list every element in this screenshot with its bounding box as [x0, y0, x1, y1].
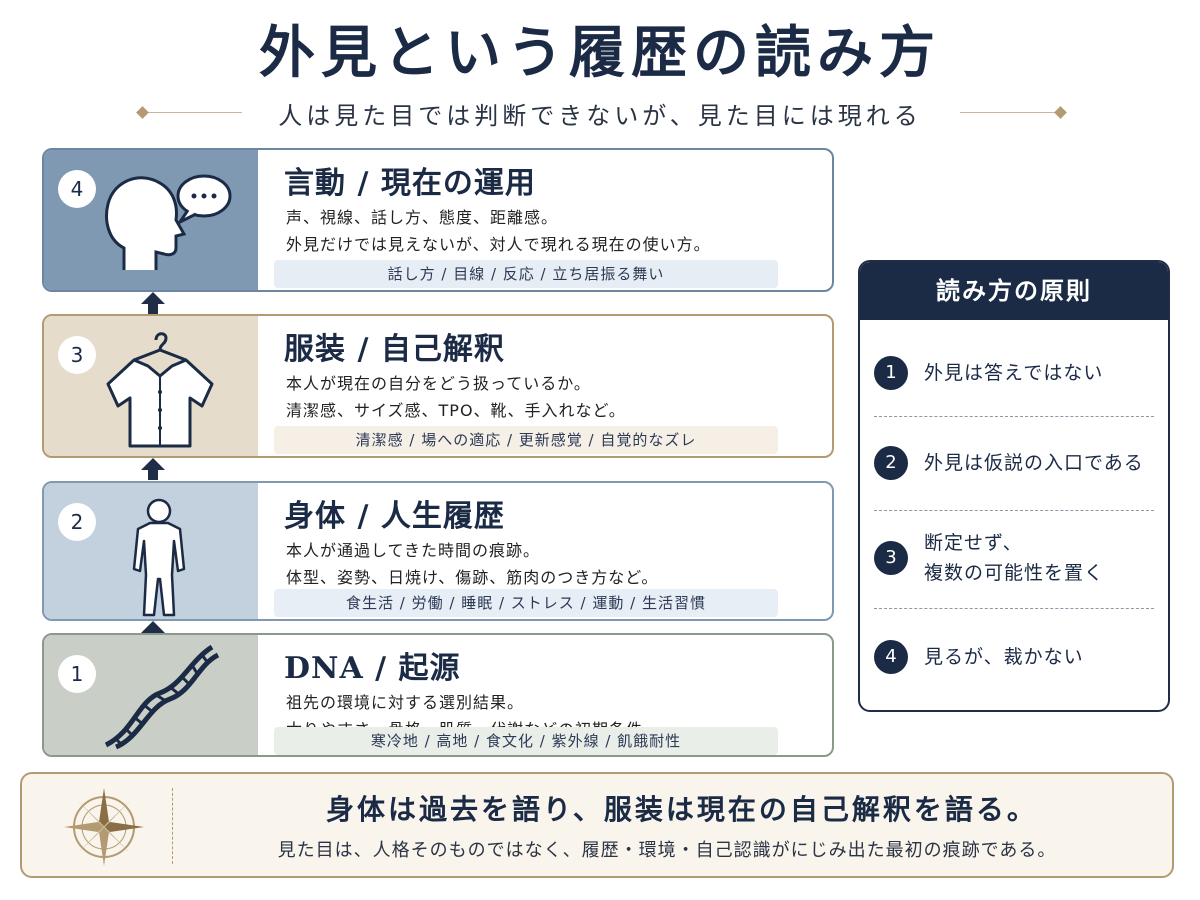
layer-number-badge: 1	[58, 655, 96, 693]
layer-description-line: 外見だけでは見えないが、対人で現れる現在の使い方。	[286, 235, 711, 254]
body-silhouette-icon	[132, 498, 186, 617]
layer-number-badge: 3	[58, 336, 96, 374]
layer-card-3: 3 服装 / 自己解釈 本人が現在の自分をどう扱っているか。 清潔感、サイズ感、…	[42, 314, 834, 458]
layer-tags: 清潔感 / 場への適応 / 更新感覚 / 自覚的なズレ	[274, 426, 778, 454]
up-arrow-icon	[141, 292, 165, 314]
subtitle-row: 人は見た目では判断できないが、見た目には現れる	[0, 96, 1200, 130]
principle-text: 見るが、裁かない	[924, 642, 1084, 672]
principle-number-badge: 1	[874, 356, 908, 390]
principle-divider	[874, 416, 1154, 417]
layer-description-line: 本人が現在の自分をどう扱っているか。	[286, 374, 591, 393]
principle-item: 2 外見は仮説の入口である	[874, 446, 1154, 480]
head-speech-icon	[105, 174, 232, 270]
principle-divider	[874, 608, 1154, 609]
layer-illustration-panel: 4	[44, 150, 258, 290]
layer-number-badge: 4	[58, 170, 96, 208]
layer-illustration-panel: 1	[44, 635, 258, 755]
principle-text: 外見は仮説の入口である	[924, 448, 1144, 478]
summary-banner: 身体は過去を語り、服装は現在の自己解釈を語る。 見た目は、人格そのものではなく、…	[20, 772, 1174, 878]
layer-description-line: 体型、姿勢、日焼け、傷跡、筋肉のつき方など。	[286, 568, 659, 587]
layer-description-line: 清潔感、サイズ感、TPO、靴、手入れなど。	[286, 401, 626, 420]
layer-description: 本人が現在の自分をどう扱っているか。 清潔感、サイズ感、TPO、靴、手入れなど。	[286, 370, 626, 424]
layer-description-line: 本人が通過してきた時間の痕跡。	[286, 541, 541, 560]
summary-main-text: 身体は過去を語り、服装は現在の自己解釈を語る。	[326, 793, 1038, 826]
layer-description: 声、視線、話し方、態度、距離感。 外見だけでは見えないが、対人で現れる現在の使い…	[286, 204, 711, 258]
banner-divider	[172, 788, 173, 864]
principles-heading: 読み方の原則	[860, 262, 1168, 320]
principle-item: 4 見るが、裁かない	[874, 640, 1154, 674]
layer-title: DNA / 起源	[284, 651, 461, 686]
principle-number-badge: 4	[874, 640, 908, 674]
page-subtitle: 人は見た目では判断できないが、見た目には現れる	[278, 102, 922, 130]
principle-line: 外見は答えではない	[924, 362, 1104, 384]
subtitle-divider-left	[142, 112, 242, 113]
shirt-hanger-icon	[106, 332, 214, 448]
compass-icon	[64, 788, 144, 866]
principle-text: 外見は答えではない	[924, 358, 1103, 388]
layer-card-4: 4 言動 / 現在の運用 声、視線、話し方、態度、距離感。 外見だけでは見えない…	[42, 148, 834, 292]
summary-sub-text: 見た目は、人格そのものではなく、履歴・環境・自己認識がにじみ出た最初の痕跡である…	[277, 840, 1057, 861]
principle-line: 外見は仮説の入口である	[924, 452, 1144, 474]
layer-tags: 食生活 / 労働 / 睡眠 / ストレス / 運動 / 生活習慣	[274, 589, 778, 617]
subtitle-divider-right	[960, 112, 1060, 113]
principle-line: 複数の可能性を置く	[924, 562, 1105, 584]
up-arrow-icon	[141, 458, 165, 480]
layer-title: 服装 / 自己解釈	[284, 332, 505, 367]
layer-description-line: 声、視線、話し方、態度、距離感。	[286, 208, 559, 227]
principle-line: 見るが、裁かない	[924, 646, 1084, 668]
principle-item: 1 外見は答えではない	[874, 356, 1154, 390]
layer-description: 本人が通過してきた時間の痕跡。 体型、姿勢、日焼け、傷跡、筋肉のつき方など。	[286, 537, 658, 591]
principle-line: 断定せず、	[924, 532, 1023, 554]
layer-card-2: 2 身体 / 人生履歴 本人が通過してきた時間の痕跡。 体型、姿勢、日焼け、傷跡…	[42, 481, 834, 621]
layer-illustration-panel: 3	[44, 316, 258, 456]
principle-item: 3 断定せず、 複数の可能性を置く	[874, 528, 1154, 588]
principle-number-badge: 3	[874, 541, 908, 575]
layer-card-1: 1 DNA / 起源 祖先の環境に対する選別結果。 太りやすさ、骨格、肌質、代謝…	[42, 633, 834, 757]
layer-tags: 寒冷地 / 高地 / 食文化 / 紫外線 / 飢餓耐性	[274, 727, 778, 755]
principles-panel: 読み方の原則 1 外見は答えではない 2 外見は仮説の入口である 3 断定せず、…	[858, 260, 1170, 712]
layer-number-badge: 2	[58, 503, 96, 541]
layer-title: 言動 / 現在の運用	[284, 166, 536, 201]
principle-number-badge: 2	[874, 446, 908, 480]
page-title: 外見という履歴の読み方	[259, 20, 941, 86]
principle-divider	[874, 510, 1154, 511]
layer-illustration-panel: 2	[44, 483, 258, 619]
layer-title: 身体 / 人生履歴	[284, 499, 505, 534]
layer-tags: 話し方 / 目線 / 反応 / 立ち居振る舞い	[274, 260, 778, 288]
dna-icon	[104, 644, 220, 750]
layer-description-line: 祖先の環境に対する選別結果。	[286, 693, 525, 712]
principle-text: 断定せず、 複数の可能性を置く	[924, 528, 1104, 588]
